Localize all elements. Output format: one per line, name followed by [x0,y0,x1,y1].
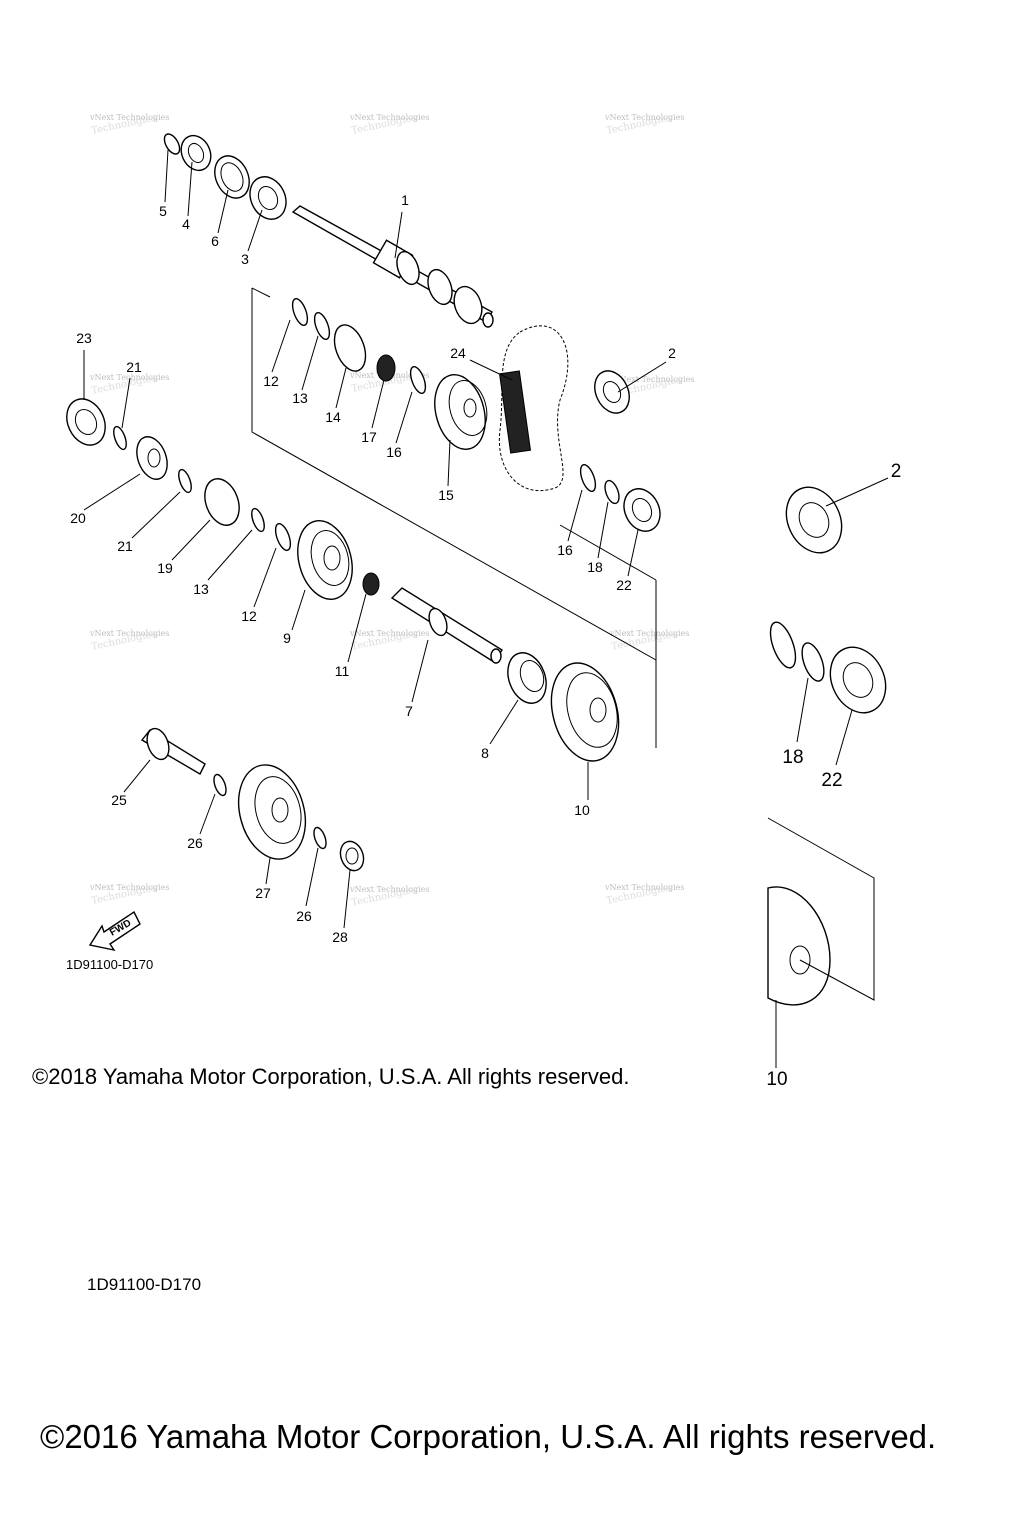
callout-18: 18 [782,747,803,768]
callout-25: 25 [111,792,127,808]
assembly-frame [251,287,657,748]
dog-clutch-14 [291,297,427,395]
callout-26: 26 [187,835,203,851]
callout-28: 28 [332,929,348,945]
diagram-code: 1D91100-D170 [66,957,153,972]
callout-2: 2 [891,461,902,482]
bearing-22 [579,463,661,532]
watermark-text: vNext Technologies [604,883,684,892]
diagram-code-large: 1D91100-D170 [87,1275,201,1294]
callout-5: 5 [159,203,167,219]
bearing-2-upper [594,370,630,414]
callout-4: 4 [182,216,190,232]
fwd-arrow-icon: FWD [88,910,141,952]
callout-13: 13 [292,390,308,406]
watermark-text: vNext Technologies [604,113,684,122]
gear-27 [213,764,327,860]
zoom-bearing-2 [785,477,889,554]
callout-22: 22 [616,577,632,593]
copyright-small: ©2018 Yamaha Motor Corporation, U.S.A. A… [32,1064,630,1089]
watermark-text: vNext Technologies [614,375,694,384]
callout-7: 7 [405,703,413,719]
callout-21: 21 [117,538,133,554]
zoom-gear-10 [767,817,875,1068]
callout-21: 21 [126,359,142,375]
callout-13: 13 [193,581,209,597]
callout-2: 2 [668,345,676,361]
copyright-large: ©2016 Yamaha Motor Corporation, U.S.A. A… [40,1418,937,1455]
callout-9: 9 [283,630,291,646]
shaft-7 [390,587,503,664]
bearing-top-group [163,133,287,220]
zoom-bearing-22 [769,621,887,766]
callout-labels: 5463122321121314241716152021191312911781… [70,192,676,945]
callout-1: 1 [401,192,409,208]
drive-chain [498,325,569,492]
callout-11: 11 [335,663,350,679]
watermark-text: vNext Technologies [89,373,169,382]
watermark-text: vNext Technologies [609,629,689,638]
watermark-text: vNext Technologies [349,885,429,894]
gear-10 [550,662,620,762]
bearing-23 [66,398,127,451]
callout-10: 10 [766,1069,787,1090]
callout-22: 22 [821,770,842,791]
callout-24: 24 [450,345,466,361]
callout-19: 19 [157,560,173,576]
watermark-text: vNext Technologies [89,113,169,122]
main-shaft [291,205,494,328]
callout-8: 8 [481,745,489,761]
bearing-28 [339,840,365,872]
callout-15: 15 [438,487,454,503]
callout-6: 6 [211,233,219,249]
callout-18: 18 [587,559,603,575]
callout-27: 27 [255,885,271,901]
callout-14: 14 [325,409,341,425]
watermark-text: vNext Technologies [349,629,429,638]
sprocket-15 [434,374,488,450]
callout-20: 20 [70,510,86,526]
watermark-text: vNext Technologies [89,883,169,892]
leader-lines [83,149,667,929]
shaft-25 [140,727,206,775]
callout-16: 16 [386,444,402,460]
shifter-19 [178,468,292,552]
callout-12: 12 [263,373,279,389]
callout-26: 26 [296,908,312,924]
callout-23: 23 [76,330,92,346]
callout-16: 16 [557,542,573,558]
gear-20 [136,436,168,480]
callout-10: 10 [574,802,590,818]
callout-labels-zoom: 2 18 22 10 [766,461,901,1090]
callout-3: 3 [241,251,249,267]
watermark-text: vNext Technologies [349,113,429,122]
callout-12: 12 [241,608,257,624]
gear-8 [507,652,547,704]
watermark-text: vNext Technologies [89,629,169,638]
callout-17: 17 [361,429,377,445]
gear-9 [297,520,353,600]
needle-bearing-11 [362,572,380,596]
